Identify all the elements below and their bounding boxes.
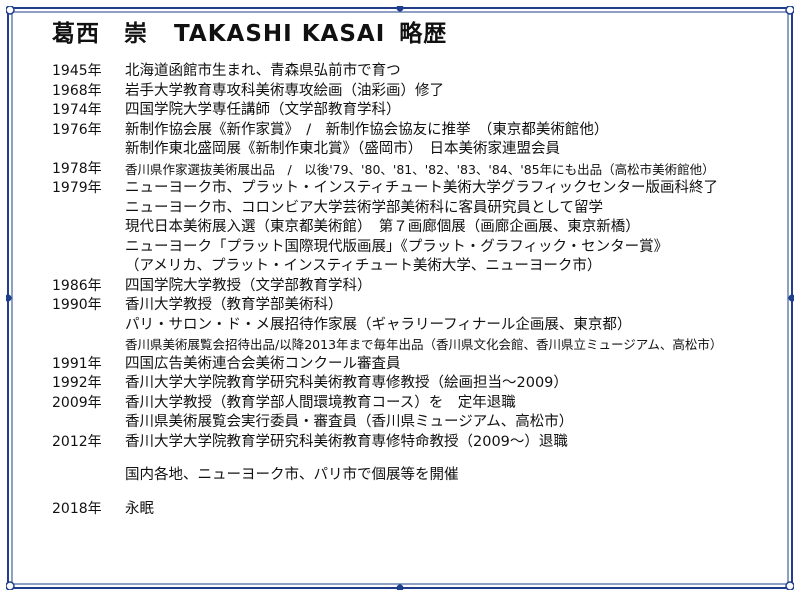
entry-text: パリ・サロン・ド・メ展招待作家展（ギャラリーフィナール企画展、東京都）: [125, 316, 632, 333]
entry-text: 新制作協会展《新作家賞》 / 新制作協会協友に推挙 （東京都美術館他）: [125, 121, 609, 138]
border-line: [396, 6, 404, 12]
entry-year: 1991年: [52, 355, 102, 372]
entry-text: 永眠: [125, 500, 154, 517]
title-name: 葛西 崇: [52, 21, 148, 47]
border-line: [6, 6, 15, 15]
list-item: 国内各地、ニューヨーク市、パリ市で個展等を開催: [52, 466, 772, 486]
entry-text: 四国学院大学専任講師（文学部教育学科）: [125, 102, 401, 118]
biography-list: 1945年 北海道函館市生まれ、青森県弘前市で育つ 1968年 岩手大学教育専攻科美術…: [52, 62, 772, 519]
entry-text: 香川県作家選抜美術展出品 / 以後'79、'80、'81、'82、'83、'84…: [125, 161, 715, 177]
entry-text: 香川大学大学院教育学研究科美術教育専修特命教授（2009～）退職: [125, 433, 568, 450]
list-item: 1945年 北海道函館市生まれ、青森県弘前市で育つ: [52, 62, 772, 82]
list-item: 新制作東北盛岡展《新制作東北賞》（盛岡市） 日本美術家連盟会員: [52, 140, 772, 160]
entry-text: 北海道函館市生まれ、青森県弘前市で育つ: [125, 63, 401, 79]
list-item: 現代日本美術展入選（東京都美術館） 第７画廊個展（画廊企画展、東京新橋）: [52, 218, 772, 238]
entry-year: 1979年: [52, 180, 102, 196]
entry-text: ニューヨーク「プラット国際現代版画展」《プラット・グラフィック・センター賞》: [125, 238, 669, 255]
entry-text: 香川大学教授（教育学部美術科）: [125, 297, 343, 313]
list-item: 2009年 香川大学教授（教育学部人間環境教育コース）を 定年退職: [52, 394, 772, 414]
entry-year: 1990年: [52, 297, 102, 313]
list-item: 香川県美術展覧会招待出品/以降2013年まで毎年出品（香川県文化会館、香川県立ミ…: [52, 335, 772, 355]
entry-year: 1978年: [52, 160, 102, 177]
entry-text: 香川大学大学院教育学研究科美術教育専修教授（絵画担当～2009）: [125, 375, 568, 391]
entry-text: 国内各地、ニューヨーク市、パリ市で個展等を開催: [125, 467, 459, 483]
entry-year: 1945年: [52, 63, 102, 79]
entry-year: 1976年: [52, 121, 102, 138]
entry-text: ニューヨーク市、コロンビア大学芸術学部美術科に客員研究員として留学: [125, 199, 604, 216]
border-line: [11, 11, 789, 585]
entry-text: 香川県美術展覧会実行委員・審査員（香川県ミュージアム、高松市）: [125, 414, 574, 430]
entry-year: 1968年: [52, 82, 102, 99]
list-item: 1986年 四国学院大学教授（文学部教育学科）: [52, 277, 772, 297]
list-item: 1978年 香川県作家選抜美術展出品 / 以後'79、'80、'81、'82、'8…: [52, 160, 772, 180]
list-item: 香川県美術展覧会実行委員・審査員（香川県ミュージアム、高松市）: [52, 413, 772, 433]
list-item: ニューヨーク「プラット国際現代版画展」《プラット・グラフィック・センター賞》: [52, 238, 772, 258]
entry-year: 1992年: [52, 375, 102, 391]
border-line: [788, 294, 794, 302]
entry-text: 香川大学教授（教育学部人間環境教育コース）を 定年退職: [125, 394, 516, 411]
list-item: 2012年 香川大学大学院教育学研究科美術教育専修特命教授（2009～）退職: [52, 433, 772, 453]
entry-year: 2018年: [52, 500, 102, 517]
list-spacer: [52, 452, 772, 466]
list-item: 1991年 四国広告美術連合会美術コンクール審査員: [52, 355, 772, 375]
entry-text: （アメリカ、プラット・インスティチュート美術大学、ニューヨーク市）: [125, 258, 602, 274]
entry-year: 1986年: [52, 277, 102, 294]
list-item: 1990年 香川大学教授（教育学部美術科）: [52, 296, 772, 316]
border-line: [785, 6, 794, 15]
entry-text: 四国広告美術連合会美術コンクール審査員: [125, 355, 401, 372]
entry-text: 岩手大学教育専攻科美術専攻絵画（油彩画）修了: [125, 82, 444, 99]
list-item: 1968年 岩手大学教育専攻科美術専攻絵画（油彩画）修了: [52, 82, 772, 102]
entry-text: 新制作東北盛岡展《新制作東北賞》（盛岡市） 日本美術家連盟会員: [125, 141, 560, 157]
border-line: [6, 581, 15, 590]
list-item: 1979年 ニューヨーク市、プラット・インスティチュート美術大学グラフィックセンタ…: [52, 179, 772, 199]
page-title: 葛西 崇 TAKASHI KASAI 略歴: [52, 14, 447, 48]
entry-text: 香川県美術展覧会招待出品/以降2013年まで毎年出品（香川県文化会館、香川県立ミ…: [125, 337, 723, 352]
list-item: 1992年 香川大学大学院教育学研究科美術教育専修教授（絵画担当～2009）: [52, 374, 772, 394]
entry-year: 2009年: [52, 394, 102, 411]
entry-year: 2012年: [52, 433, 102, 450]
border-line: [396, 584, 404, 590]
decorative-border: [6, 6, 794, 590]
title-romaji: TAKASHI KASAI: [174, 21, 386, 47]
list-item: 1976年 新制作協会展《新作家賞》 / 新制作協会協友に推挙 （東京都美術館他）: [52, 121, 772, 141]
entry-text: ニューヨーク市、プラット・インスティチュート美術大学グラフィックセンター版画科終…: [125, 180, 719, 196]
list-item: （アメリカ、プラット・インスティチュート美術大学、ニューヨーク市）: [52, 257, 772, 277]
title-label: 略歴: [399, 21, 448, 47]
entry-year: 1974年: [52, 102, 102, 118]
list-item: 1974年 四国学院大学専任講師（文学部教育学科）: [52, 101, 772, 121]
border-line: [6, 294, 12, 302]
list-spacer: [52, 486, 772, 500]
list-item: 2018年 永眠: [52, 500, 772, 520]
list-item: パリ・サロン・ド・メ展招待作家展（ギャラリーフィナール企画展、東京都）: [52, 316, 772, 336]
border-svg: [6, 6, 794, 590]
border-line: [785, 581, 794, 590]
list-item: ニューヨーク市、コロンビア大学芸術学部美術科に客員研究員として留学: [52, 199, 772, 219]
entry-text: 四国学院大学教授（文学部教育学科）: [125, 277, 372, 294]
entry-text: 現代日本美術展入選（東京都美術館） 第７画廊個展（画廊企画展、東京新橋）: [125, 219, 640, 235]
